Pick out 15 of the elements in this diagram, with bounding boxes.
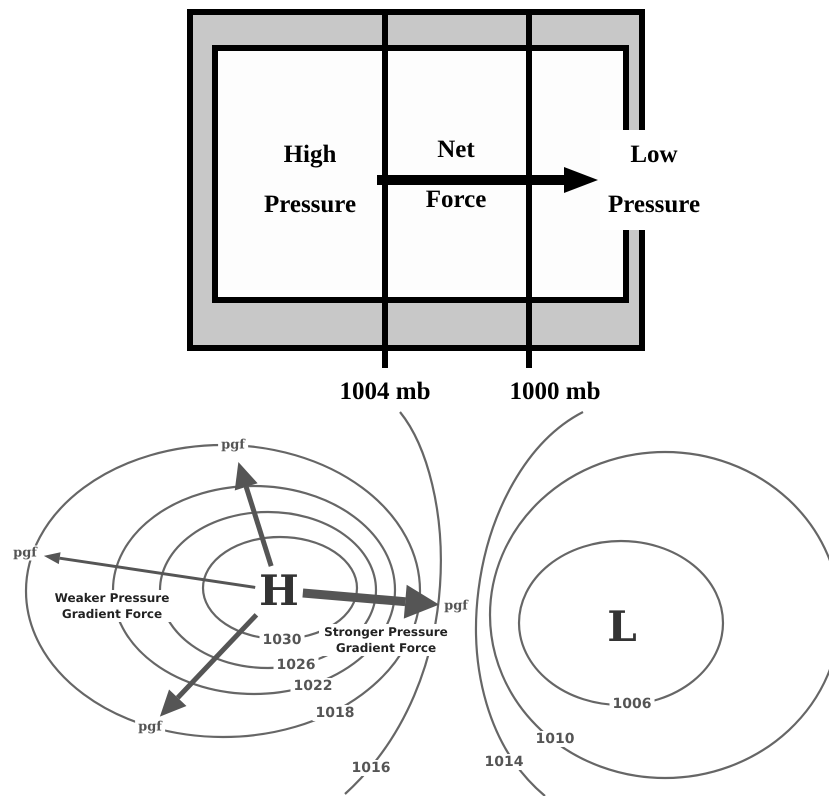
arrow bbox=[44, 552, 256, 589]
arrow bbox=[160, 613, 258, 717]
force-label: pgf bbox=[218, 438, 248, 452]
isobar-value-label: 1000 mb bbox=[510, 378, 600, 406]
force-label: pgf bbox=[10, 546, 40, 560]
high-pressure-symbol: H bbox=[259, 570, 299, 612]
force-label: pgf bbox=[135, 720, 165, 734]
arrow bbox=[302, 584, 440, 619]
isobar-value-label: 1004 mb bbox=[340, 378, 430, 406]
arrow bbox=[377, 167, 598, 193]
low-pressure-symbol: L bbox=[607, 606, 637, 648]
pressure-label: High Pressure bbox=[245, 130, 375, 230]
force-label: pgf bbox=[441, 598, 471, 614]
arrow bbox=[234, 462, 274, 567]
edge-label: Net Force bbox=[424, 135, 488, 215]
